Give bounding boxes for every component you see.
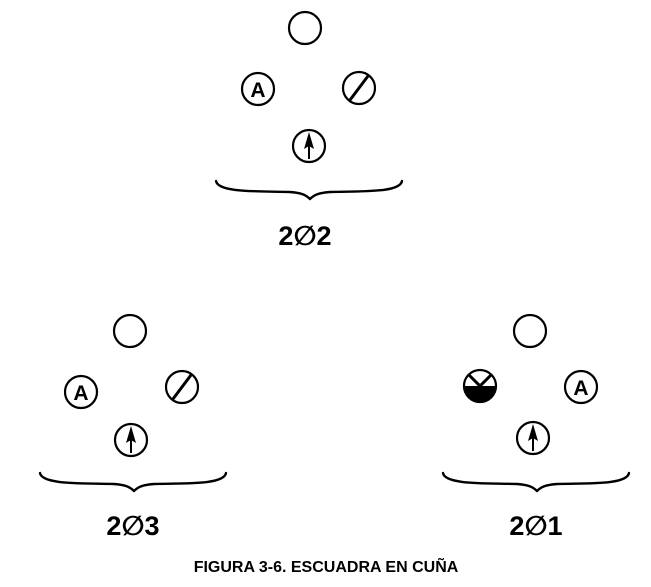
team-brace xyxy=(441,471,631,493)
team-2-3: A 2∅3 xyxy=(38,313,228,541)
automatic-rifleman-icon: A xyxy=(63,374,99,410)
team-label-2-3: 2∅3 xyxy=(106,511,159,541)
grenadier-slash-icon xyxy=(341,70,377,106)
rifleman-arrow-icon xyxy=(515,420,551,456)
x-half-filled-icon xyxy=(462,368,498,404)
team-brace xyxy=(214,179,404,201)
team-2-1: A 2∅1 xyxy=(441,313,631,541)
team-label-2-1: 2∅1 xyxy=(509,511,562,541)
team-leader-circle-icon xyxy=(112,313,148,349)
rifleman-arrow-icon xyxy=(113,422,149,458)
team-label-2-2: 2∅2 xyxy=(278,221,331,251)
team-leader-circle-icon xyxy=(287,10,323,46)
team-2-2: A 2∅2 xyxy=(214,10,404,251)
team-brace xyxy=(38,471,228,493)
rifleman-arrow-icon xyxy=(291,128,327,164)
team-leader-circle-icon xyxy=(512,313,548,349)
automatic-rifleman-icon: A xyxy=(563,369,599,405)
automatic-rifleman-icon: A xyxy=(240,71,276,107)
figure-caption: FIGURA 3-6. ESCUADRA EN CUÑA xyxy=(194,556,459,576)
rifleman-letter: A xyxy=(73,382,88,405)
rifleman-letter: A xyxy=(250,79,265,102)
rifleman-letter: A xyxy=(573,377,588,400)
grenadier-slash-icon xyxy=(164,369,200,405)
